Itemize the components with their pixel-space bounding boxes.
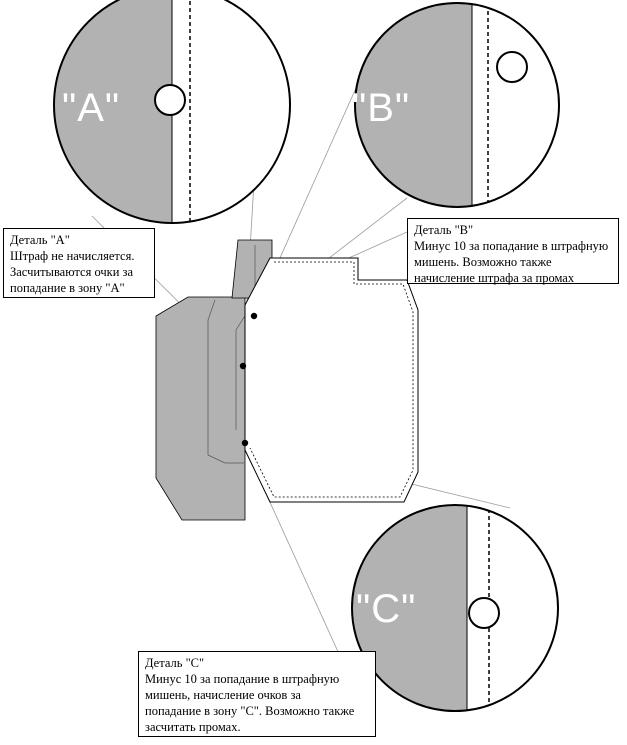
callout-c-line: Минус 10 за попадание в штрафную: [145, 672, 340, 686]
main-target-perforation: [249, 261, 414, 498]
callout-c-line: попадание в зону "С". Возможно также: [145, 704, 355, 718]
zoom-label-b: "B": [352, 86, 410, 130]
callout-b-line: Деталь "В": [414, 223, 474, 237]
callout-c-line: мишень, начисление очков за: [145, 688, 301, 702]
callout-c-line: засчитать промах.: [145, 720, 241, 734]
callout-detail-a: Деталь "А" Штраф не начисляется. Засчиты…: [3, 228, 155, 298]
hit-point-a: [239, 362, 247, 370]
callout-detail-c: Деталь "С" Минус 10 за попадание в штраф…: [138, 651, 376, 737]
callout-b-line: мишень. Возможно также: [414, 255, 552, 269]
main-target: [244, 257, 419, 503]
zoom-circle-b: "B": [352, 2, 560, 208]
hit-point-b: [250, 312, 258, 320]
callout-a-line: Деталь "А": [10, 233, 70, 247]
callout-a-line: Штраф не начисляется.: [10, 249, 135, 263]
callout-a-line: попадание в зону "А": [10, 281, 125, 295]
zoom-circle-c: "C": [351, 504, 559, 712]
callout-b-line: Минус 10 за попадание в штрафную: [414, 239, 609, 253]
callout-a-line: Засчитываются очки за: [10, 265, 134, 279]
hit-point-c: [241, 439, 249, 447]
callout-c-line: Деталь "С": [145, 656, 205, 670]
bullet-hole-b: [496, 51, 528, 83]
main-target-body: [244, 257, 419, 503]
callout-detail-b: Деталь "В" Минус 10 за попадание в штраф…: [407, 218, 619, 285]
callout-b-line: начисление штрафа за промах: [414, 271, 575, 285]
zoom-label-c: "C": [356, 587, 416, 631]
bullet-hole-c: [468, 597, 500, 629]
penalty-target-body: [155, 296, 246, 521]
zoom-circle-a: "A": [53, 0, 291, 224]
zoom-label-a: "A": [62, 86, 120, 130]
bullet-hole-a: [154, 84, 186, 116]
penalty-zone-line: [207, 299, 244, 464]
